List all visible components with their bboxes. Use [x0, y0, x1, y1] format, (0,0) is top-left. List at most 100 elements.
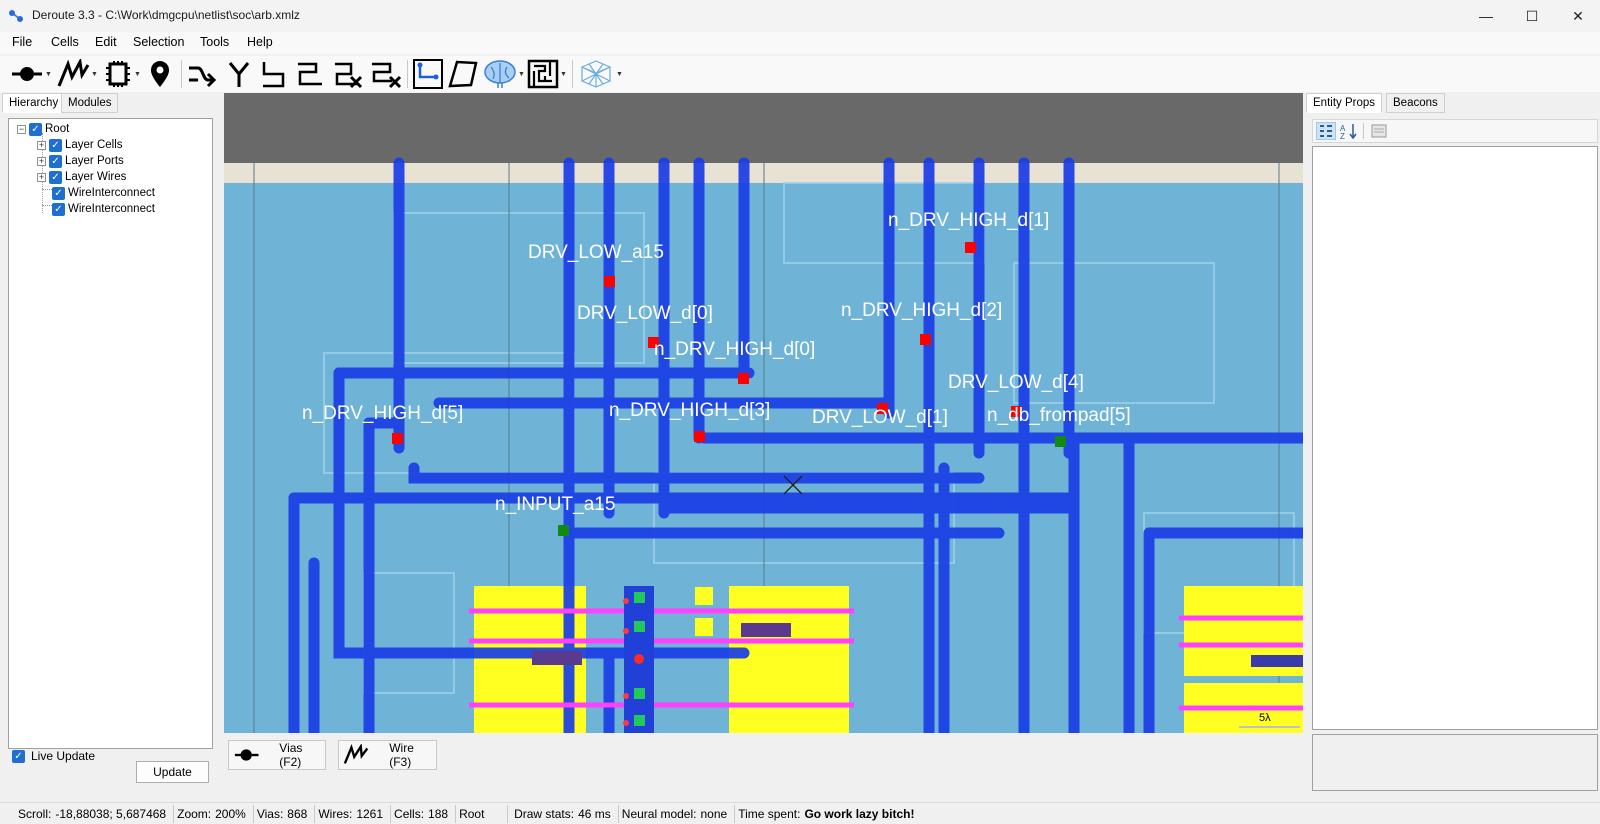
menu-tools[interactable]: Tools	[200, 35, 230, 49]
checkbox-checked-icon[interactable]: ✓	[49, 154, 62, 168]
update-button[interactable]: Update	[136, 761, 209, 783]
menu-cells[interactable]: Cells	[51, 35, 79, 49]
tree-item-label: WireInterconnect	[68, 203, 155, 215]
minimize-icon: —	[1479, 8, 1493, 24]
property-grid[interactable]	[1312, 146, 1598, 730]
via-marker[interactable]	[694, 431, 705, 442]
via-marker[interactable]	[558, 525, 569, 536]
wire-button[interactable]: Wire (F3)	[338, 740, 437, 770]
via-marker[interactable]	[392, 433, 403, 444]
tree-item-label: Layer Cells	[65, 139, 123, 151]
via-marker[interactable]	[648, 337, 659, 348]
dropdown-arrow-icon: ▼	[134, 70, 141, 78]
live-update-checkbox[interactable]: ✓ Live Update	[12, 749, 95, 763]
window-title: Deroute 3.3 - C:\Work\dmgcpu\netlist\soc…	[32, 8, 300, 22]
tree-item-label: WireInterconnect	[68, 187, 155, 199]
tree-item-layer-wires[interactable]: + ✓ Layer Wires	[37, 169, 126, 185]
menu-edit[interactable]: Edit	[95, 35, 117, 49]
status-time-spent: Time spent: Go work lazy bitch!	[735, 805, 921, 823]
neural-icon	[484, 60, 516, 88]
net-label: n_DRV_HIGH_d[2]	[841, 300, 1002, 321]
status-scroll: Scroll: -18,88038; 5,687468	[0, 804, 175, 823]
status-value: 200%	[215, 806, 246, 821]
cell-tool-button[interactable]: ▼	[103, 57, 141, 91]
dropdown-arrow-icon: ▼	[560, 70, 567, 78]
checkbox-checked-icon[interactable]: ✓	[49, 138, 62, 152]
tree-item-wire-interconnect[interactable]: ✓ WireInterconnect	[52, 185, 155, 201]
via-marker[interactable]	[738, 373, 749, 384]
tab-entity-props[interactable]: Entity Props	[1306, 93, 1382, 113]
delete-route-all-button[interactable]	[368, 57, 402, 91]
beacon-button[interactable]	[148, 57, 172, 91]
maze-button[interactable]: ▼	[527, 57, 567, 91]
tree-item-layer-cells[interactable]: + ✓ Layer Cells	[37, 137, 123, 153]
view-3d-button[interactable]: ▼	[577, 57, 623, 91]
wire-tool-button[interactable]: ▼	[56, 57, 98, 91]
toolbar: ▼ ▼ ▼ ▼ ▼ ▼	[0, 56, 1600, 92]
checkbox-checked-icon[interactable]: ✓	[52, 186, 65, 200]
status-value: none	[700, 806, 728, 821]
select-rect-button[interactable]	[412, 57, 444, 91]
status-bar: Scroll: -18,88038; 5,687468 Zoom: 200% V…	[0, 802, 1600, 824]
delete-route-all-icon	[372, 62, 402, 89]
via-marker[interactable]	[965, 242, 976, 253]
via-tool-icon	[234, 749, 259, 761]
via-tool-button[interactable]: ▼	[10, 57, 52, 91]
vias-button[interactable]: Vias (F2)	[228, 740, 326, 770]
status-value: 46 ms	[578, 806, 611, 821]
close-button[interactable]: ✕	[1555, 0, 1600, 32]
checkbox-checked-icon[interactable]: ✓	[52, 202, 65, 216]
route-double-icon	[298, 62, 322, 86]
net-label: DRV_LOW_d[0]	[577, 303, 713, 324]
layout-canvas[interactable]: n_DRV_HIGH_d[1] DRV_LOW_a15 n_DRV_HIGH_d…	[224, 93, 1303, 733]
net-label: DRV_LOW_d[4]	[948, 372, 1084, 393]
tree-item-wire-interconnect[interactable]: ✓ WireInterconnect	[52, 201, 155, 217]
checkbox-checked-icon[interactable]: ✓	[12, 749, 25, 763]
status-label: Cells:	[394, 806, 425, 821]
route-button[interactable]	[186, 57, 216, 91]
status-label: Time spent:	[738, 806, 801, 821]
fork-icon	[228, 62, 250, 87]
menu-help[interactable]: Help	[247, 35, 273, 49]
status-label: Wires:	[318, 806, 353, 821]
dropdown-arrow-icon: ▼	[91, 70, 98, 78]
maximize-button[interactable]: ☐	[1509, 0, 1555, 32]
categorized-icon[interactable]	[1316, 122, 1336, 140]
expand-icon[interactable]: +	[37, 155, 46, 166]
via-marker[interactable]	[877, 403, 888, 414]
menu-selection[interactable]: Selection	[133, 35, 185, 49]
tree-item-root[interactable]: − ✓ Root	[17, 121, 69, 137]
via-marker[interactable]	[1011, 406, 1022, 417]
select-poly-button[interactable]	[447, 57, 479, 91]
status-value: Root	[459, 806, 485, 821]
minimize-button[interactable]: —	[1463, 0, 1509, 32]
status-label: Scroll:	[18, 806, 52, 821]
status-cells: Cells: 188	[391, 804, 457, 823]
toolbar-separator	[181, 60, 182, 88]
tree-item-layer-ports[interactable]: + ✓ Layer Ports	[37, 153, 124, 169]
net-label: DRV_LOW_a15	[528, 242, 664, 263]
net-label: n_INPUT_a15	[495, 494, 615, 515]
fork-button[interactable]	[226, 57, 252, 91]
expand-icon[interactable]: +	[37, 171, 46, 182]
route-double-button[interactable]	[294, 57, 326, 91]
route-single-button[interactable]	[259, 57, 289, 91]
net-label: n_db_frompad[5]	[987, 405, 1131, 426]
checkbox-checked-icon[interactable]: ✓	[49, 170, 62, 184]
sort-alpha-icon[interactable]: AZ	[1339, 122, 1359, 140]
menu-file[interactable]: File	[12, 35, 33, 49]
property-pages-icon[interactable]	[1369, 122, 1389, 140]
tab-beacons[interactable]: Beacons	[1386, 93, 1445, 113]
net-label: n_DRV_HIGH_d[0]	[654, 339, 815, 360]
neural-button[interactable]: ▼	[483, 57, 525, 91]
checkbox-checked-icon[interactable]: ✓	[29, 122, 42, 136]
delete-route-button[interactable]	[331, 57, 363, 91]
status-label: Draw stats:	[514, 806, 575, 821]
collapse-icon[interactable]: −	[17, 123, 26, 134]
tab-hierarchy[interactable]: Hierarchy	[2, 93, 66, 113]
via-marker[interactable]	[920, 334, 931, 345]
via-marker[interactable]	[604, 276, 615, 287]
expand-icon[interactable]: +	[37, 139, 46, 150]
via-marker[interactable]	[1055, 436, 1066, 447]
tab-modules[interactable]: Modules	[61, 93, 119, 113]
